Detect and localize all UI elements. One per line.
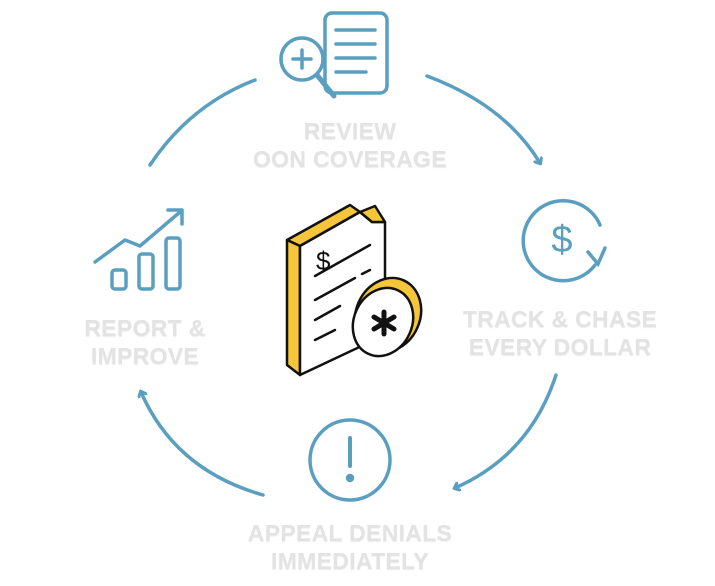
step-track-line1: TRACK & CHASE [462, 306, 658, 332]
arc-top-right-arrow [425, 74, 540, 163]
arc-bottom-right-arrow [455, 373, 558, 488]
step-review-label: REVIEW OON COVERAGE [230, 117, 470, 173]
exclamation-icon [308, 418, 392, 502]
arc-top-left [148, 78, 257, 167]
step-report-label: REPORT & IMPROVE [60, 314, 230, 370]
dollar-cycle-icon: $ [521, 198, 607, 283]
step-report-line2: IMPROVE [90, 343, 200, 369]
bar-chart-growth-icon [93, 208, 184, 291]
step-review-line2: OON COVERAGE [252, 146, 447, 172]
medical-bill-icon: $ [285, 203, 423, 377]
step-track-line2: EVERY DOLLAR [468, 334, 652, 360]
step-report-line1: REPORT & [84, 315, 206, 341]
document-search-icon [279, 11, 389, 99]
step-appeal-line2: IMMEDIATELY [271, 548, 429, 574]
svg-text:$: $ [551, 219, 572, 261]
step-appeal-label: APPEAL DENIALS IMMEDIATELY [220, 519, 480, 575]
arc-bottom-left-arrow [141, 392, 265, 497]
step-track-label: TRACK & CHASE EVERY DOLLAR [440, 305, 680, 361]
step-appeal-line1: APPEAL DENIALS [247, 520, 453, 546]
step-review-line1: REVIEW [303, 118, 397, 144]
dollar-symbol: $ [316, 246, 331, 276]
